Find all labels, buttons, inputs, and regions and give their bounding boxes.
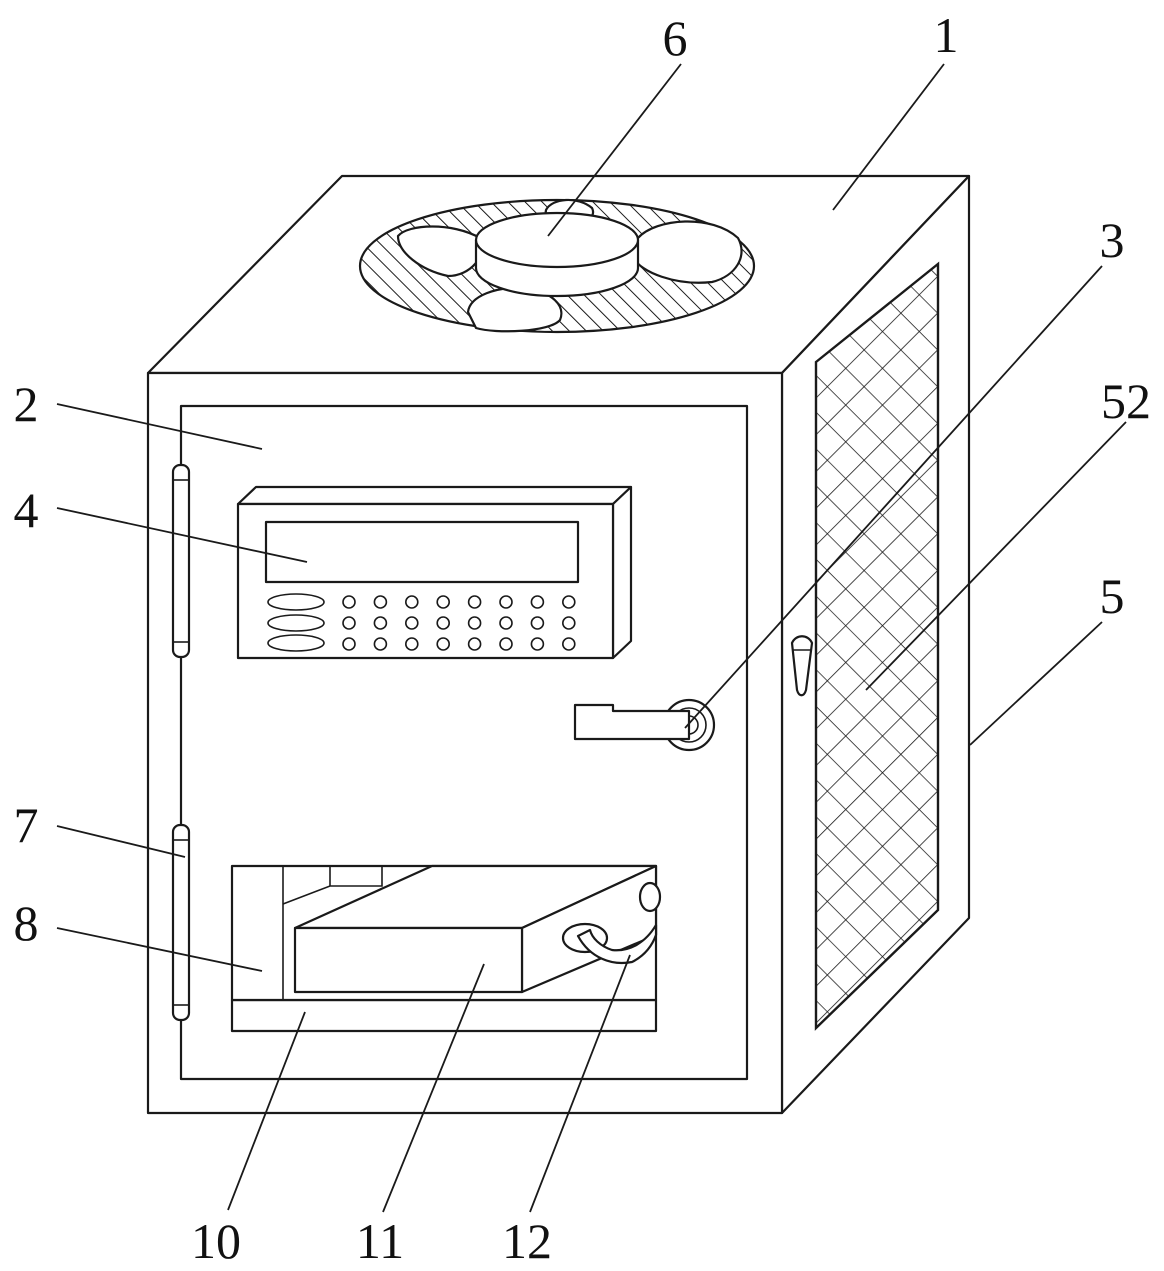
- tray-assembly: [232, 866, 660, 1031]
- label-10: 10: [191, 1213, 241, 1269]
- fan: [360, 200, 754, 332]
- label-4: 4: [14, 482, 39, 538]
- fan-hub-top: [476, 213, 638, 267]
- label-6: 6: [663, 10, 688, 66]
- hinge-upper: [173, 465, 189, 657]
- label-7: 7: [14, 797, 39, 853]
- control-panel: [238, 487, 631, 658]
- tray-base: [232, 1000, 656, 1031]
- display-screen: [266, 522, 578, 582]
- label-1: 1: [934, 7, 959, 63]
- label-2: 2: [14, 376, 39, 432]
- label-8: 8: [14, 895, 39, 951]
- mesh-vent: [816, 264, 938, 1028]
- label-12: 12: [502, 1213, 552, 1269]
- label-52: 52: [1101, 373, 1151, 429]
- label-3: 3: [1100, 212, 1125, 268]
- battery-front: [295, 928, 522, 992]
- label-5: 5: [1100, 568, 1125, 624]
- label-11: 11: [356, 1213, 404, 1269]
